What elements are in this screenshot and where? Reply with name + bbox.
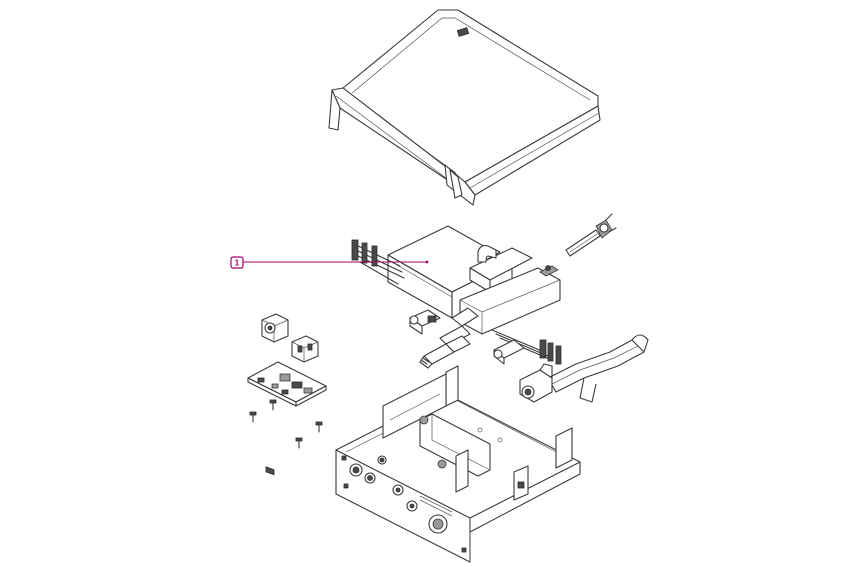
screws (249, 399, 323, 449)
right-electrodes (491, 329, 562, 365)
callout-1: 1 (230, 256, 429, 269)
relay-switch (291, 335, 319, 363)
heat-exchanger (351, 225, 562, 365)
inlet-fitting (419, 335, 471, 369)
rotary-switch (261, 313, 289, 343)
screw (315, 421, 323, 433)
screw (295, 437, 303, 449)
callout-leader-dot (425, 260, 429, 264)
top-cover (328, 9, 601, 206)
screw (269, 399, 277, 411)
base-chassis (335, 365, 581, 563)
solenoid-valve (409, 309, 441, 335)
temperature-sensor (565, 213, 617, 257)
drain-hose (519, 334, 649, 403)
control-board (247, 361, 327, 476)
screw (249, 411, 257, 423)
left-electrodes (351, 239, 405, 285)
callout-label: 1 (235, 259, 240, 268)
connector-fitting (493, 339, 525, 365)
